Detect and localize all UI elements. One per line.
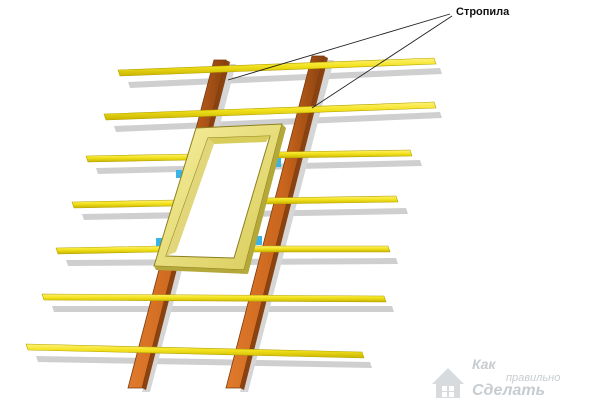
batten-4-left bbox=[71, 199, 177, 209]
watermark-line-sdelat: Сделать bbox=[472, 382, 546, 399]
batten-shadow-1 bbox=[128, 68, 442, 88]
leader-line-right bbox=[311, 15, 453, 109]
rafter-right-side bbox=[240, 56, 328, 390]
batten-5-right bbox=[249, 245, 391, 253]
bracket-4 bbox=[156, 238, 162, 246]
batten-3-left bbox=[85, 153, 193, 163]
window-frame bbox=[153, 123, 286, 274]
batten-shadow-6 bbox=[52, 306, 394, 312]
watermark-line-pravilno: правильно bbox=[506, 372, 561, 384]
bracket-3 bbox=[254, 236, 262, 245]
window-frame-bottom bbox=[154, 266, 248, 274]
batten-6 bbox=[41, 293, 387, 303]
house-logo-icon bbox=[432, 368, 464, 398]
batten-shadow-2 bbox=[114, 112, 442, 132]
batten-1 bbox=[117, 57, 437, 77]
watermark-line-kak: Как bbox=[472, 356, 496, 372]
battens bbox=[25, 57, 437, 359]
window-inner-depth-left bbox=[166, 138, 214, 256]
watermark: Как правильно Сделать bbox=[426, 356, 596, 408]
window-frame-side bbox=[244, 124, 286, 274]
window-inner-depth-top bbox=[208, 136, 270, 144]
batten-5-left bbox=[55, 245, 161, 255]
batten-2 bbox=[103, 101, 437, 121]
leader-line-left bbox=[227, 13, 451, 81]
bracket-2 bbox=[176, 170, 182, 178]
callout-leaders bbox=[227, 13, 453, 109]
callout-label-rafters: Стропила bbox=[456, 6, 510, 18]
batten-7 bbox=[25, 343, 365, 359]
batten-shadow-7 bbox=[36, 356, 372, 368]
